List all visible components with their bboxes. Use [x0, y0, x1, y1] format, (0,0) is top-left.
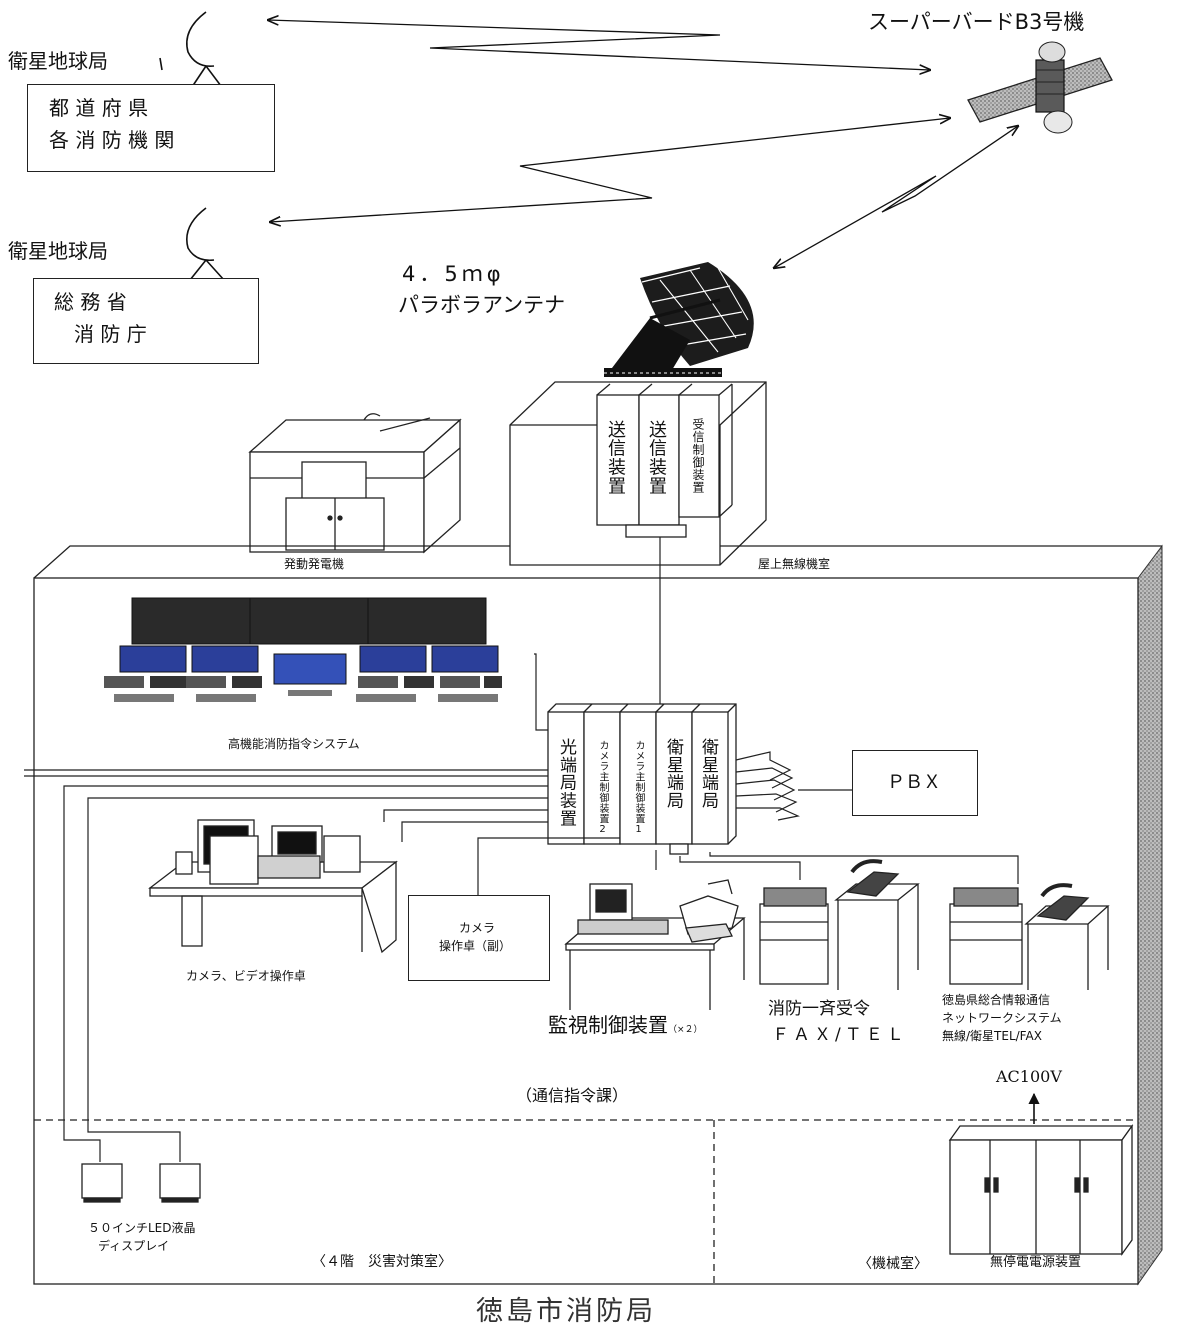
ground-station-1-line-2: 各 消 防 機 関 [49, 128, 175, 152]
network-line-1: 徳島県総合情報通信 [942, 993, 1051, 1007]
ground-station-1-label: 衛星地球局 [8, 49, 108, 73]
rack-unit-satellite-terminal-2: 衛星端局 [698, 738, 718, 810]
monitor-control-name: 監視制御装置 [548, 1013, 668, 1037]
disaster-room-label: 〈４階 災害対策室〉 [312, 1254, 452, 1270]
ground-station-2-box: 総 務 省 消 防 庁 [33, 278, 259, 364]
fax-tel-1-icon [759, 859, 920, 990]
generator-icon [248, 413, 462, 554]
ground-station-1-line-1: 都 道 府 県 [49, 96, 149, 120]
network-line-2: ネットワークシステム [942, 1011, 1062, 1025]
ground-station-2-line-1: 総 務 省 [54, 290, 127, 314]
fax-tel-line-1: 消防一斉受令 [768, 999, 870, 1019]
antenna-name-label: パラボラアンテナ [398, 293, 566, 317]
network-line-3: 無線/衛星TEL/FAX [942, 1029, 1042, 1043]
machine-room-label: 〈機械室〉 [858, 1256, 928, 1272]
rooftop-unit-1: 送信装置 [605, 420, 626, 496]
rack-unit-camera-control-2: カメラ主制御装置2 [597, 740, 608, 836]
ups-label: 無停電電源装置 [990, 1255, 1082, 1270]
satellite-icon [967, 41, 1113, 134]
display-line-1: ５０インチLED液晶 [88, 1221, 196, 1235]
command-system-icon [104, 597, 502, 702]
camera-console-icon [148, 819, 398, 954]
camera-sub-console-box: カメラ 操作卓（副） [408, 895, 550, 981]
equipment-rack [547, 703, 737, 855]
ground-station-dish-2-icon [186, 207, 225, 281]
rooftop-room-label: 屋上無線機室 [758, 557, 831, 571]
building-outline [33, 544, 1163, 1286]
rooftop-unit-2: 送信装置 [646, 420, 667, 496]
rack-unit-optical-terminal: 光端局装置 [556, 738, 576, 828]
camera-console-label: カメラ、ビデオ操作卓 [186, 969, 306, 983]
camera-sub-line-1: カメラ [459, 921, 496, 935]
wiring [24, 537, 1019, 1162]
rooftop-unit-3: 受信制御装置 [691, 418, 705, 494]
display-line-2: ディスプレイ [98, 1239, 170, 1253]
footer-title: 徳島市消防局 [476, 1296, 656, 1327]
rack-unit-satellite-terminal-1: 衛星端局 [663, 738, 683, 810]
monitor-control-qty: （×２） [668, 1025, 703, 1035]
section-label: （通信指令課） [516, 1086, 629, 1105]
command-system-label: 高機能消防指令システム [228, 737, 360, 751]
pbx-box: ＰＢＸ [852, 750, 978, 816]
generator-label: 発動発電機 [284, 557, 345, 571]
ground-station-2-label: 衛星地球局 [8, 239, 108, 263]
ground-station-2-line-2: 消 防 庁 [74, 322, 147, 346]
led-display-icons [81, 1163, 201, 1203]
ups-icon [948, 1123, 1134, 1257]
ground-station-1-box: 都 道 府 県 各 消 防 機 関 [27, 84, 275, 172]
monitor-control-label: 監視制御装置（×２） [548, 1014, 703, 1037]
ground-station-dish-1-icon [159, 11, 225, 91]
fax-tel-line-2: ＦＡＸ/ＴＥＬ [772, 1025, 908, 1045]
ac100v-label: AC100V [996, 1067, 1062, 1086]
satellite-label: スーパーバードB3号機 [868, 10, 1085, 34]
camera-sub-line-2: 操作卓（副） [439, 939, 512, 953]
rooftop-radio-room [509, 381, 767, 566]
pbx-label: ＰＢＸ [887, 772, 941, 793]
fax-tel-2-icon [949, 883, 1110, 990]
radio-links [268, 20, 1018, 268]
antenna-size-label: 4．5ｍφ [402, 262, 505, 286]
rack-unit-camera-control-1: カメラ主制御装置1 [633, 740, 644, 836]
monitoring-desk-icon [564, 879, 746, 1010]
parabolic-antenna-icon [604, 262, 754, 377]
pbx-links [735, 751, 852, 821]
